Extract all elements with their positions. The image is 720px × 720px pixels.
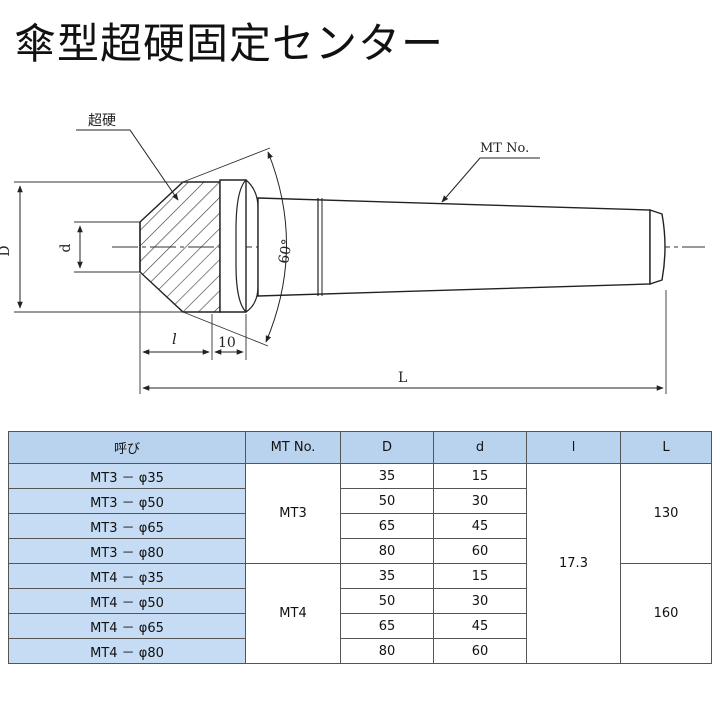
- label-angle: 60°: [276, 238, 296, 265]
- label-l: l: [172, 330, 177, 348]
- cell-L-group: 130: [620, 463, 712, 564]
- cell-d: 45: [433, 513, 527, 539]
- carbide-leader: 超硬: [76, 113, 179, 201]
- table-row: MT4 － φ50 50 30: [8, 588, 712, 614]
- taper-shank: [257, 197, 666, 297]
- cell-d: 45: [433, 613, 527, 639]
- label-mt-no: MT No.: [480, 141, 529, 156]
- cell-mt-group: MT4: [245, 563, 341, 664]
- label-D: D: [0, 245, 13, 256]
- cell-D: 80: [340, 538, 434, 564]
- cell-l-value: 17.3: [526, 463, 621, 664]
- header-L: L: [620, 431, 712, 464]
- header-d: d: [433, 431, 527, 464]
- cell-d: 15: [433, 463, 527, 489]
- dimension-d: d: [58, 221, 140, 273]
- cell-d: 60: [433, 638, 527, 664]
- table-row: MT4 － φ80 80 60: [8, 638, 712, 664]
- cell-d: 30: [433, 488, 527, 514]
- label-10: 10: [218, 335, 236, 351]
- cell-mt-group: MT3: [245, 463, 341, 564]
- dimension-D: D: [0, 181, 183, 313]
- cell-D: 80: [340, 638, 434, 664]
- cell-name: MT4 － φ35: [8, 563, 246, 589]
- cell-name: MT3 － φ50: [8, 488, 246, 514]
- cell-d: 15: [433, 563, 527, 589]
- technical-drawing: D d 超硬 MT No. 60° l 10 L: [0, 113, 705, 394]
- mt-leader: MT No.: [441, 141, 540, 203]
- label-carbide: 超硬: [88, 113, 116, 129]
- header-nominal: 呼び: [8, 431, 246, 464]
- angle-dimension: 60°: [182, 147, 296, 347]
- cell-d: 30: [433, 588, 527, 614]
- table-header-row: 呼び MT No. D d l L: [8, 431, 712, 464]
- cell-name: MT3 － φ35: [8, 463, 246, 489]
- cell-D: 35: [340, 563, 434, 589]
- table-row: MT3 － φ50 50 30: [8, 488, 712, 514]
- label-L: L: [398, 370, 407, 386]
- table-row: MT3 － φ35 MT3 35 15 17.3 130: [8, 463, 712, 664]
- cell-name: MT4 － φ65: [8, 613, 246, 639]
- dimension-L: L: [139, 290, 667, 394]
- label-d: d: [58, 243, 74, 252]
- cell-name: MT4 － φ50: [8, 588, 246, 614]
- cell-name: MT4 － φ80: [8, 638, 246, 664]
- cell-d: 60: [433, 538, 527, 564]
- header-l: l: [526, 431, 621, 464]
- cell-D: 65: [340, 613, 434, 639]
- cell-L-group: 160: [620, 563, 712, 664]
- cell-name: MT3 － φ65: [8, 513, 246, 539]
- dimension-l-and-10: l 10: [139, 274, 247, 360]
- table-row: MT4 － φ65 65 45: [8, 613, 712, 639]
- cell-D: 50: [340, 588, 434, 614]
- cell-D: 35: [340, 463, 434, 489]
- header-mt-no: MT No.: [245, 431, 341, 464]
- cell-D: 50: [340, 488, 434, 514]
- cell-D: 65: [340, 513, 434, 539]
- carbide-cone-head: [139, 181, 221, 313]
- header-D: D: [340, 431, 434, 464]
- page-title: 傘型超硬固定センター: [14, 19, 445, 68]
- cell-name: MT3 － φ80: [8, 538, 246, 564]
- spec-table: 呼び MT No. D d l L MT3 － φ35 MT3 35 15 17…: [8, 431, 712, 664]
- body-ring: [219, 179, 259, 313]
